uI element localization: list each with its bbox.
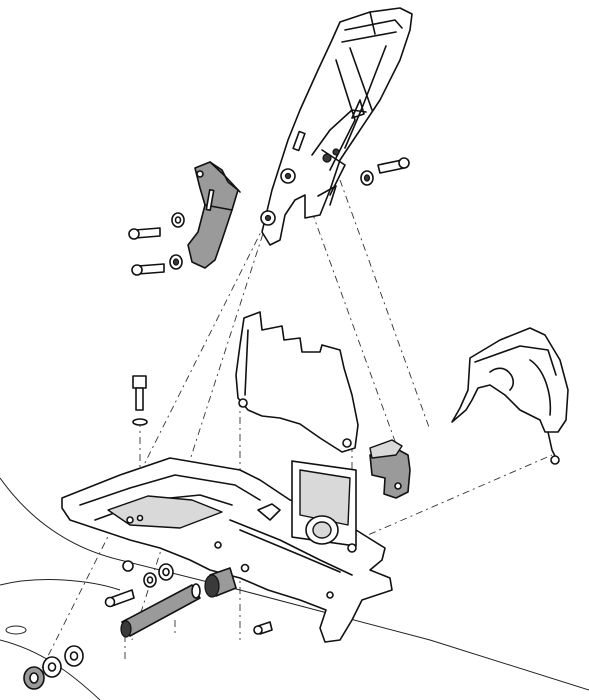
ratchet-plate xyxy=(235,311,359,453)
vertical-bolt xyxy=(132,375,148,522)
bolt-lower-left xyxy=(131,254,183,276)
bush xyxy=(204,567,237,598)
bolt-upper-left xyxy=(128,212,185,240)
handbrake-lever xyxy=(260,7,413,246)
mounting-tray xyxy=(61,457,393,643)
heat-shield xyxy=(451,327,569,465)
cable-guide xyxy=(369,439,411,499)
lever-mounting-bracket xyxy=(187,161,241,269)
washer-stack xyxy=(104,560,273,635)
pivot-shaft xyxy=(120,583,201,638)
bolt-upper-right xyxy=(360,157,410,186)
end-washers xyxy=(23,645,84,690)
